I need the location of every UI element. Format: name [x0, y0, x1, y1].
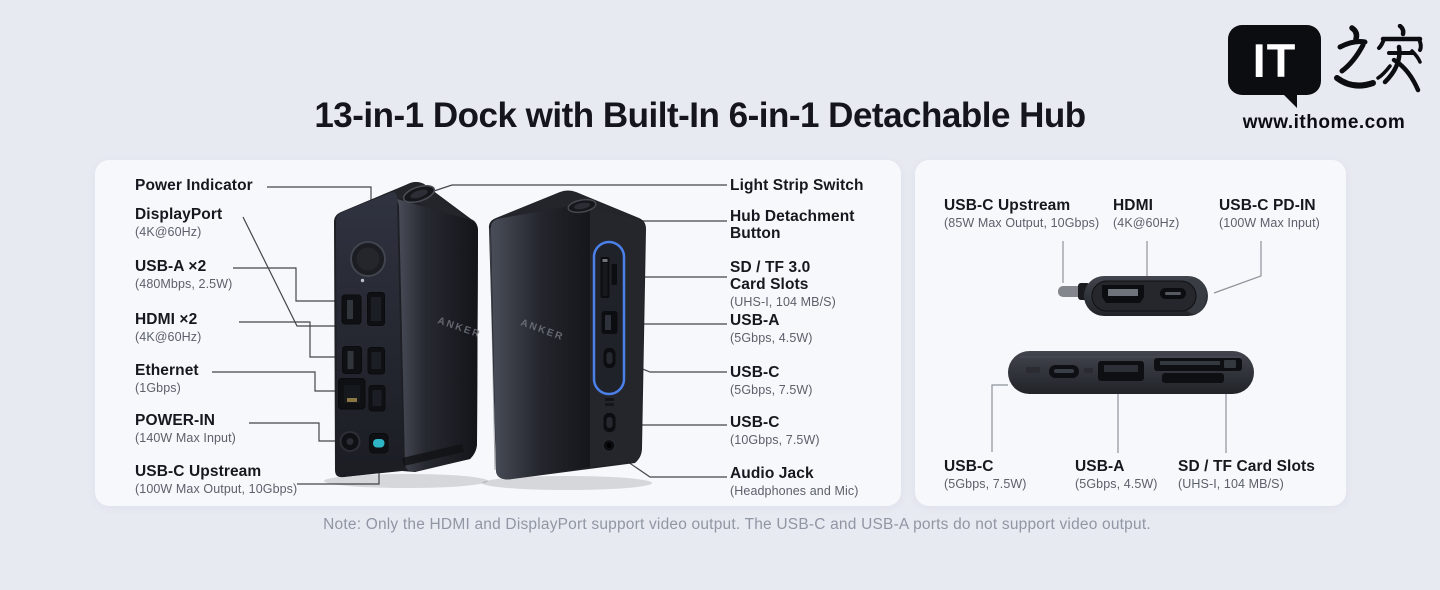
label-usb-c-upstream: USB-C Upstream (100W Max Output, 10Gbps) [135, 463, 298, 496]
ithome-logo-tail [1282, 93, 1297, 108]
label-displayport: DisplayPort (4K@60Hz) [135, 206, 223, 239]
ithome-logo-text: IT [1252, 33, 1297, 87]
page-title: 13-in-1 Dock with Built-In 6-in-1 Detach… [314, 96, 1086, 135]
label-power-in: POWER-IN (140W Max Input) [135, 412, 236, 445]
ithome-url: www.ithome.com [1242, 112, 1406, 133]
hub-panel [915, 160, 1346, 506]
label-hub-usb-a: USB-A (5Gbps, 4.5W) [1075, 458, 1158, 491]
label-usb-a-x2: USB-A ×2 (480Mbps, 2.5W) [135, 258, 233, 291]
label-hub-usb-c: USB-C (5Gbps, 7.5W) [944, 458, 1027, 491]
label-usb-c-5g: USB-C (5Gbps, 7.5W) [730, 364, 813, 397]
label-power-indicator: Power Indicator [135, 177, 253, 194]
label-usb-c-10g: USB-C (10Gbps, 7.5W) [730, 414, 820, 447]
label-light-strip-switch: Light Strip Switch [730, 177, 864, 194]
ithome-logo-bubble: IT [1228, 25, 1321, 95]
label-usb-a-front: USB-A (5Gbps, 4.5W) [730, 312, 813, 345]
label-hub-detachment-button: Hub Detachment Button [730, 208, 855, 242]
label-sd-tf-card-slots: SD / TF 3.0 Card Slots (UHS-I, 104 MB/S) [730, 259, 836, 309]
label-hub-sd-tf: SD / TF Card Slots (UHS-I, 104 MB/S) [1178, 458, 1316, 491]
ithome-calligraphy-icon [1334, 24, 1423, 93]
footer-note: Note: Only the HDMI and DisplayPort supp… [323, 516, 1151, 533]
label-hub-usb-c-upstream: USB-C Upstream (85W Max Output, 10Gbps) [944, 197, 1100, 230]
label-hdmi-x2: HDMI ×2 (4K@60Hz) [135, 311, 202, 344]
label-hub-pd-in: USB-C PD-IN (100W Max Input) [1219, 197, 1320, 230]
label-hub-hdmi: HDMI (4K@60Hz) [1113, 197, 1180, 230]
label-ethernet: Ethernet (1Gbps) [135, 362, 199, 395]
label-audio-jack: Audio Jack (Headphones and Mic) [730, 465, 859, 498]
